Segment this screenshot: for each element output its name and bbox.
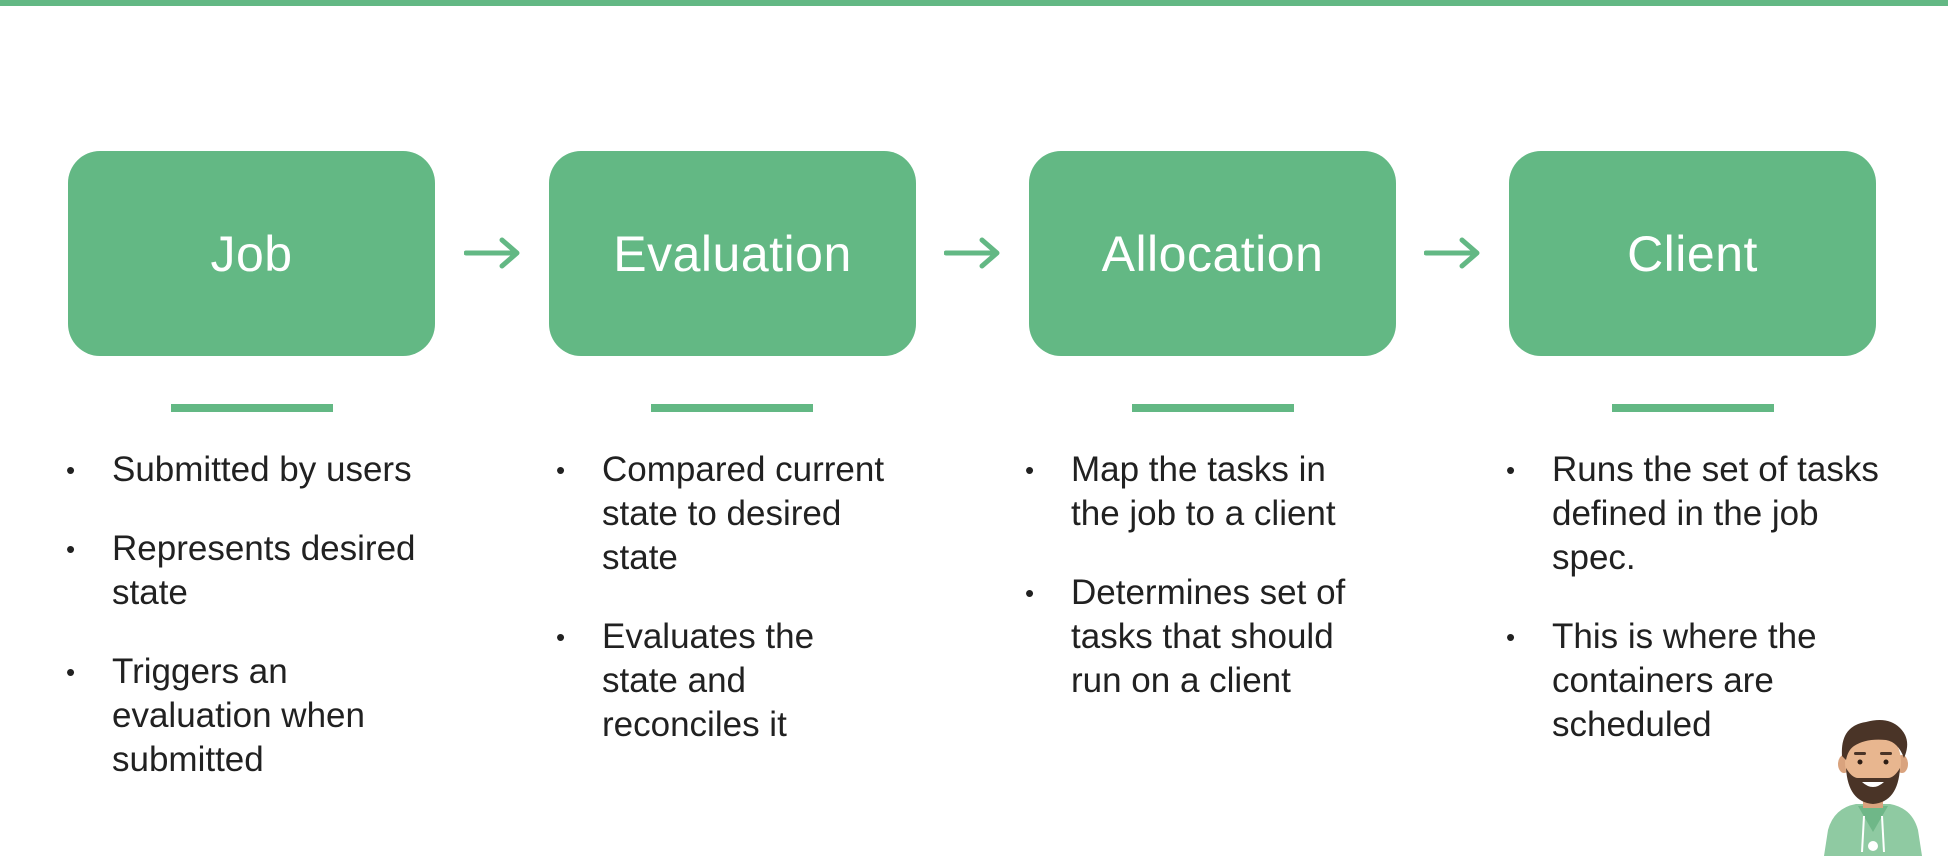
bearded-presenter-icon [1824,720,1922,856]
list-item: • Represents desired state [66,527,472,615]
list-item: • Submitted by users [66,448,466,492]
stage-box-client: Client [1509,151,1876,356]
bullet-dot: • [556,455,566,485]
stage-title-job: Job [210,225,293,282]
bullet-text: Compared current state to desired state [602,450,885,577]
stage-box-evaluation: Evaluation [549,151,916,356]
bullet-list-evaluation: • Compared current state to desired stat… [556,448,886,782]
bullet-text: Runs the set of tasks defined in the job… [1552,450,1879,577]
list-item: • Determines set of tasks that should ru… [1025,571,1365,703]
arrow-right-icon [1424,237,1480,269]
bullet-text: Evaluates the state and reconciles it [602,617,815,744]
bullet-dot: • [556,622,566,652]
stage-box-job: Job [68,151,435,356]
bullet-text: Represents desired state [112,529,416,612]
stage-title-evaluation: Evaluation [613,225,852,282]
stage-title-client: Client [1627,225,1758,282]
bullet-dot: • [1506,622,1516,652]
bullet-dot: • [1025,578,1035,608]
bullet-list-client: • Runs the set of tasks defined in the j… [1506,448,1886,782]
stage-divider-allocation [1132,404,1294,412]
bullet-text: This is where the containers are schedul… [1552,617,1817,744]
bullet-list-job: • Submitted by users • Represents desire… [66,448,466,817]
top-accent-rule [0,0,1948,6]
bullet-list-allocation: • Map the tasks in the job to a client •… [1025,448,1365,738]
bullet-text: Submitted by users [112,450,412,489]
bullet-dot: • [66,455,76,485]
list-item: • Runs the set of tasks defined in the j… [1506,448,1892,580]
arrow-right-icon [944,237,1000,269]
bullet-dot: • [66,534,76,564]
list-item: • Map the tasks in the job to a client [1025,448,1365,536]
list-item: • Compared current state to desired stat… [556,448,886,580]
arrow-right-icon [464,237,520,269]
stage-divider-job [171,404,333,412]
list-item: • This is where the containers are sched… [1506,615,1872,747]
bullet-text: Triggers an evaluation when submitted [112,652,365,779]
stage-box-allocation: Allocation [1029,151,1396,356]
bullet-dot: • [1025,455,1035,485]
list-item: • Triggers an evaluation when submitted [66,650,412,782]
bullet-dot: • [1506,455,1516,485]
stage-divider-client [1612,404,1774,412]
bullet-text: Map the tasks in the job to a client [1071,450,1336,533]
stage-title-allocation: Allocation [1101,225,1324,282]
list-item: • Evaluates the state and reconciles it [556,615,886,747]
stage-divider-evaluation [651,404,813,412]
bullet-text: Determines set of tasks that should run … [1071,573,1346,700]
bullet-dot: • [66,657,76,687]
